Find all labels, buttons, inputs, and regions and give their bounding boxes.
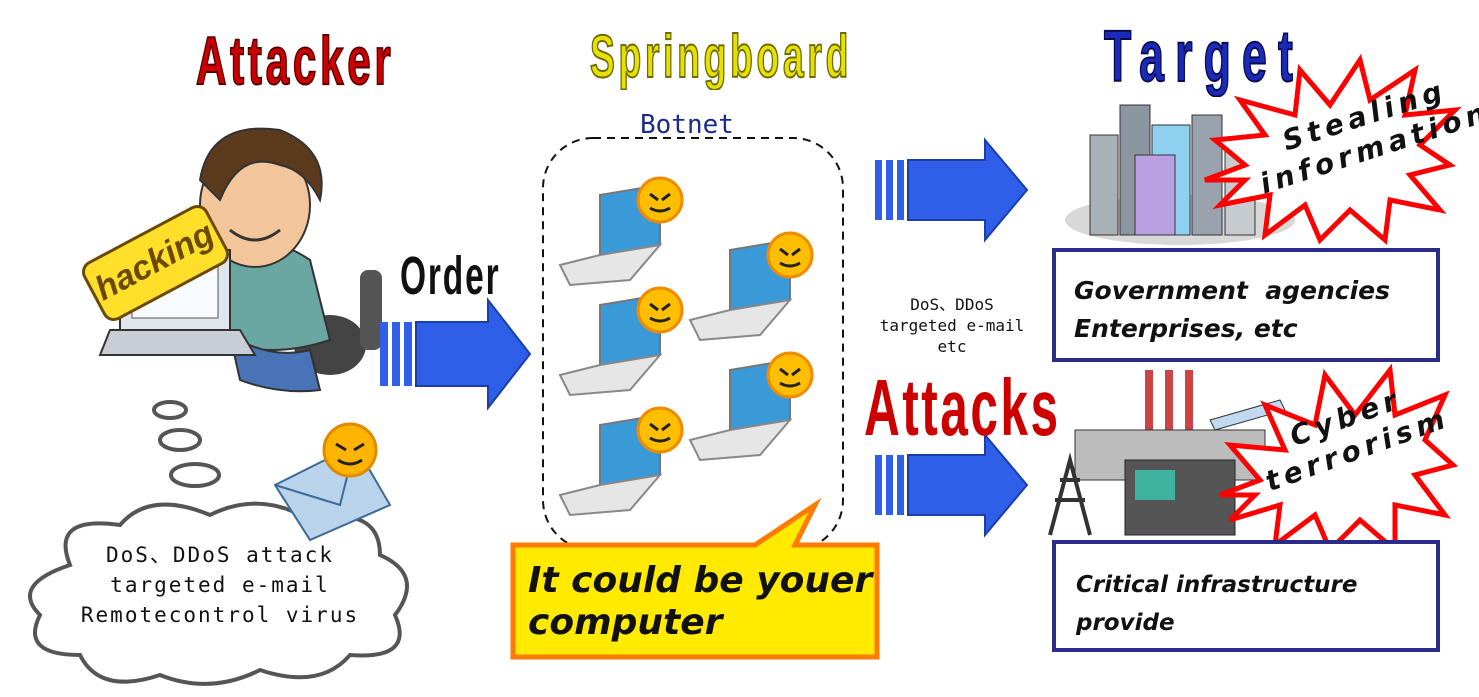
botnet-boundary [542, 137, 844, 551]
attack-arrow-bottom [875, 432, 1029, 538]
attacker-heading: Attacker [195, 22, 395, 100]
bot-laptop-icon [558, 176, 684, 287]
attack-method-1: DoS、DDoS [910, 295, 994, 314]
virus-envelope-icon [273, 422, 392, 542]
callout-text: It could be youer computer [528, 560, 872, 644]
thought-bubbles [152, 400, 221, 488]
botnet-label: Botnet [640, 110, 734, 140]
attack-method-2: targeted e-mail [879, 316, 1025, 335]
thought-cloud-line-2: targeted e-mail [110, 573, 330, 597]
bot-laptops [558, 176, 814, 517]
bot-laptop-icon [558, 406, 684, 517]
callout-line-2: computer [528, 602, 723, 643]
springboard-heading: Springboard [589, 22, 853, 91]
order-arrow [380, 297, 532, 411]
infrastructure-illustration [1048, 370, 1286, 536]
critical-infrastructure-box: Critical infrastructure provide [1052, 540, 1440, 652]
government-enterprises-box: Government agencies Enterprises, etc [1052, 248, 1440, 362]
government-agencies-text: Government agencies [1074, 276, 1390, 305]
enterprises-text: Enterprises, etc [1074, 314, 1298, 343]
target-heading: Target [1103, 16, 1305, 98]
order-label: Order [400, 246, 501, 306]
attack-methods: DoS、DDoS targeted e-mail etc [862, 294, 1042, 357]
bot-laptop-icon [558, 286, 684, 397]
thought-cloud-shape [28, 501, 409, 686]
attacks-label: Attacks [864, 363, 1061, 452]
callout-line-1: It could be youer [528, 560, 873, 601]
critical-infrastructure-text: Critical infrastructure [1076, 572, 1358, 598]
thought-cloud-line-3: Remotecontrol virus [80, 603, 360, 627]
stealing-burst [1204, 53, 1462, 245]
thought-cloud-line-1: DoS、DDoS attack [105, 543, 334, 567]
bot-laptop-icon [688, 231, 814, 342]
thought-cloud-text: DoS、DDoS attack targeted e-mail Remoteco… [70, 540, 370, 630]
callout-shape [510, 497, 880, 660]
provide-text: provide [1076, 610, 1175, 636]
bot-laptop-icon [688, 351, 814, 462]
attack-method-3: etc [937, 337, 967, 356]
attack-arrow-top [875, 137, 1029, 243]
